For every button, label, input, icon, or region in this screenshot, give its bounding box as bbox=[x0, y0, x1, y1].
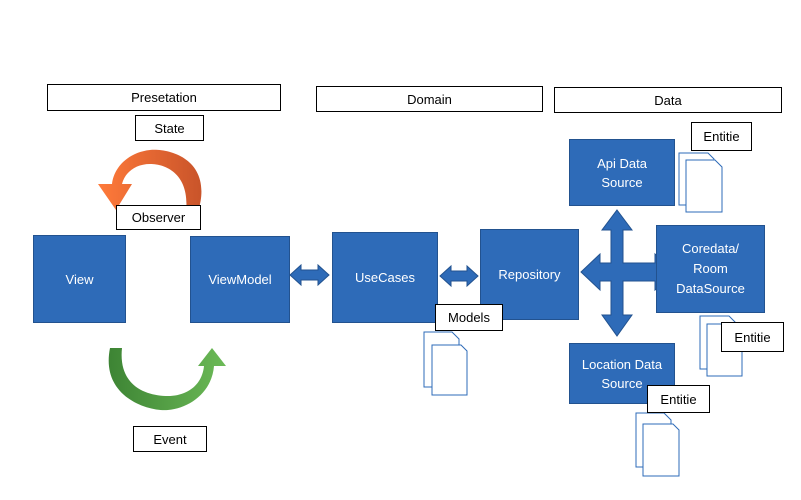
location-data-source-line2: Source bbox=[601, 375, 643, 391]
repository-label: Repository bbox=[498, 267, 561, 282]
coredata-datasource-block: Coredata/ Room DataSource bbox=[656, 225, 765, 313]
viewmodel-usecases-arrow bbox=[289, 263, 330, 287]
observer-curved-arrow bbox=[98, 149, 202, 212]
event-label: Event bbox=[133, 426, 207, 452]
coredata-entitie-label: Entitie bbox=[721, 322, 784, 352]
state-label: State bbox=[135, 115, 204, 141]
coredata-line2: Room bbox=[693, 261, 728, 276]
usecases-block: UseCases bbox=[332, 232, 438, 323]
coredata-line1: Coredata/ bbox=[681, 241, 740, 256]
domain-layer-label: Domain bbox=[316, 86, 543, 112]
coredata-line3: DataSource bbox=[676, 281, 745, 296]
view-label: View bbox=[65, 271, 94, 287]
event-curved-arrow bbox=[108, 348, 226, 411]
api-data-source-line2: Source bbox=[601, 174, 643, 190]
location-entitie-label: Entitie bbox=[647, 385, 710, 413]
api-data-source-line1: Api Data bbox=[597, 155, 647, 171]
usecases-label: UseCases bbox=[355, 270, 415, 285]
view-block: View bbox=[33, 235, 126, 323]
api-entitie-document-icon bbox=[678, 152, 723, 213]
api-data-source-block: Api Data Source bbox=[569, 139, 675, 206]
models-document-icon bbox=[423, 331, 468, 396]
viewmodel-block: ViewModel bbox=[190, 236, 290, 323]
api-entitie-label: Entitie bbox=[691, 122, 752, 151]
data-layer-label: Data bbox=[554, 87, 782, 113]
usecases-repository-arrow bbox=[439, 264, 479, 288]
four-way-arrow bbox=[580, 209, 677, 337]
models-label: Models bbox=[435, 304, 503, 331]
observer-label: Observer bbox=[116, 205, 201, 230]
viewmodel-label: ViewModel bbox=[208, 272, 272, 287]
location-entitie-document-icon bbox=[635, 412, 680, 477]
location-data-source-line1: Location Data bbox=[581, 356, 663, 372]
presentation-layer-label: Presetation bbox=[47, 84, 281, 111]
